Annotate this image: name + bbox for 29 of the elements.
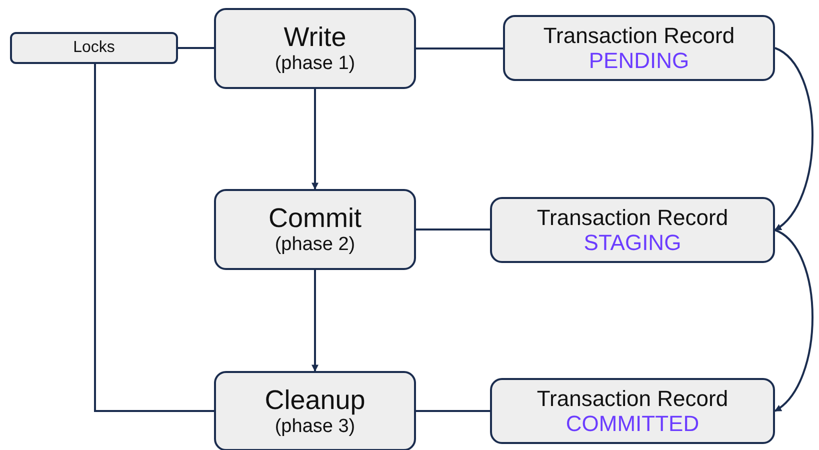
phase-title: Cleanup	[264, 384, 366, 416]
phase-number: (phase 1)	[274, 53, 356, 75]
transaction-record-box	[490, 197, 775, 263]
phase-title: Commit	[268, 203, 362, 234]
record-title: Transaction Record	[543, 22, 735, 48]
status-label: COMMITTED	[566, 411, 700, 436]
arrow	[774, 47, 814, 231]
transaction-record-box	[490, 378, 775, 444]
arrow	[774, 229, 814, 412]
connector-line	[416, 410, 490, 412]
lock-box	[10, 32, 178, 64]
arrow	[312, 270, 318, 372]
connector-line	[178, 47, 214, 49]
status-label: PENDING	[588, 48, 690, 74]
arrow	[312, 89, 318, 190]
record-title: Transaction Record	[536, 386, 728, 411]
phase-box	[214, 8, 416, 89]
phase-box	[214, 371, 416, 450]
box-label: Locks	[73, 38, 115, 58]
connector-line	[416, 228, 490, 230]
phase-number: (phase 2)	[274, 234, 356, 256]
connector-line	[94, 64, 214, 412]
record-title: Transaction Record	[536, 204, 728, 230]
status-label: STAGING	[584, 230, 682, 256]
phase-title: Write	[284, 22, 346, 54]
connector-line	[416, 48, 503, 50]
transaction-record-box	[503, 15, 775, 81]
phase-box	[214, 189, 416, 270]
phase-number: (phase 3)	[274, 416, 356, 438]
